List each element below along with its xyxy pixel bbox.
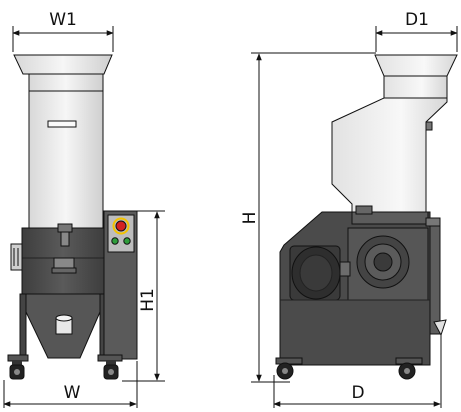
label-w: W: [64, 383, 81, 403]
dim-h: H: [240, 52, 376, 383]
side-view: D1: [240, 10, 458, 408]
side-hopper-body: [331, 97, 448, 213]
front-hopper-slot: [47, 120, 77, 128]
dim-d: D: [273, 335, 442, 408]
side-rotor-housing: [339, 227, 429, 301]
label-h: H: [240, 212, 260, 225]
front-clamp-upper: [57, 223, 73, 247]
dim-w1: W1: [12, 10, 114, 52]
dim-w: W: [3, 361, 138, 408]
front-view: W1: [3, 10, 165, 408]
stop-button[interactable]: [123, 237, 131, 245]
front-caster-right: [103, 361, 119, 380]
side-hopper-funnel: [374, 54, 458, 77]
side-motor: [289, 245, 341, 301]
front-caster-left: [9, 361, 25, 380]
label-d: D: [351, 383, 364, 403]
side-caster-right: [398, 362, 416, 380]
front-hopper-funnel: [13, 54, 113, 75]
side-caster-left: [276, 362, 294, 380]
control-panel: [103, 210, 138, 360]
emergency-stop-button[interactable]: [115, 220, 127, 232]
label-h1: H1: [138, 288, 158, 312]
side-access-door: [429, 225, 441, 335]
label-d1: D1: [405, 10, 429, 30]
front-side-hinge: [10, 243, 23, 271]
dim-h1: H1: [122, 210, 165, 382]
start-button[interactable]: [111, 237, 119, 245]
front-hopper-column: [28, 73, 104, 229]
front-clamp-lower: [51, 257, 77, 274]
dim-d1: D1: [375, 10, 458, 52]
label-w1: W1: [49, 10, 77, 30]
